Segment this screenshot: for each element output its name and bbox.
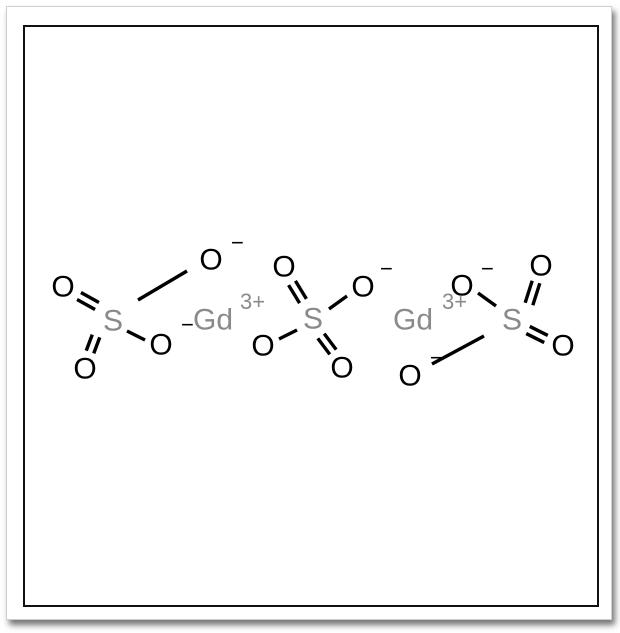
atom-o1d: O [199,244,222,277]
atom-o3c: O [551,330,574,363]
atom-o1c: O [149,329,172,362]
bond-s1-o1d [137,269,188,302]
bond-s1-o1a-double-b [80,291,100,304]
atom-gd2: Gd [393,304,433,337]
atom-o3a: O [450,270,473,303]
charge-o3d: − [430,345,443,370]
bond-s2-o2b [328,294,348,311]
bond-s2-o2a-double-a [287,284,302,304]
atom-o2a: O [272,251,295,284]
bond-s3-o3b-double-b [523,280,534,304]
charge-gd1: 3+ [240,289,265,314]
atom-labels: S O O O − O − Gd 3+ S O O − O O Gd 3+ S … [51,230,574,393]
structure-panel [23,25,599,607]
atom-o2d: O [330,352,353,385]
bond-s2-o2d-double-a [316,337,332,356]
bond-s1-o1b-double-b [92,336,102,355]
atom-o1a: O [51,271,74,304]
bond-s3-o3b-double-a [531,282,542,306]
charge-o1c: − [181,312,194,337]
charge-gd2: 3+ [442,289,467,314]
atom-o1b: O [73,353,96,386]
bond-s1-o1a-double-a [76,298,96,311]
bond-s2-o2d-double-b [322,332,338,351]
bond-s3-o3d [431,334,485,366]
bond-s3-o3a [477,291,497,308]
atom-s3: S [502,304,522,337]
bond-s2-o2c [278,328,298,341]
atom-s2: S [303,303,323,336]
bonds [76,269,549,366]
bond-s3-o3c-double-a [525,332,545,345]
atom-s1: S [103,305,123,338]
image-frame [6,6,612,620]
atom-o2b: O [351,271,374,304]
bond-s1-o1b-double-a [84,333,94,352]
atom-o3d: O [398,360,421,393]
charge-o1d: − [231,230,244,255]
atom-gd1: Gd [193,304,233,337]
atom-o2c: O [251,330,274,363]
bond-s2-o2a-double-b [293,280,308,300]
charge-o2b: − [380,256,393,281]
charge-o3a: − [481,256,494,281]
atom-o3b: O [529,250,552,283]
bond-s3-o3c-double-b [529,324,549,337]
bond-s1-o1c [126,329,146,342]
